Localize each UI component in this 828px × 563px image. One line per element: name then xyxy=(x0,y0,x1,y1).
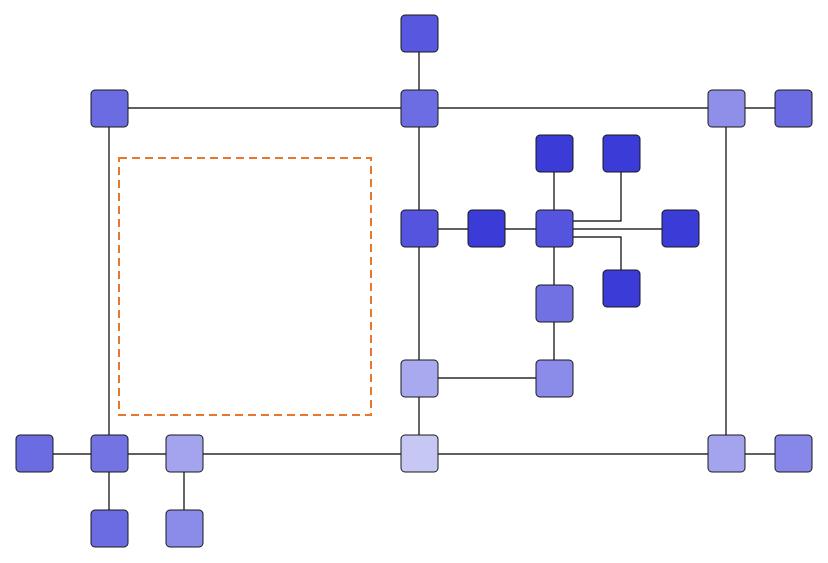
node-far-top-right[interactable] xyxy=(774,89,813,128)
node-top-left[interactable] xyxy=(90,89,129,128)
highlight-region xyxy=(118,157,372,416)
node-bottom-center[interactable] xyxy=(400,434,439,473)
node-mid-left[interactable] xyxy=(400,209,439,248)
node-up-b[interactable] xyxy=(602,134,641,173)
node-right-a[interactable] xyxy=(661,209,700,248)
node-left-corner[interactable] xyxy=(90,434,129,473)
node-top-right[interactable] xyxy=(707,89,746,128)
node-mid-a[interactable] xyxy=(467,209,506,248)
node-leaf-1[interactable] xyxy=(90,509,129,548)
node-bottom-right[interactable] xyxy=(707,434,746,473)
node-down-b[interactable] xyxy=(602,269,641,308)
edge xyxy=(572,153,622,222)
node-below-hub[interactable] xyxy=(535,284,574,323)
node-far-bottom-right[interactable] xyxy=(774,434,813,473)
node-lower-right[interactable] xyxy=(535,359,574,398)
node-up-a[interactable] xyxy=(535,134,574,173)
node-top[interactable] xyxy=(400,14,439,53)
node-lower-left[interactable] xyxy=(400,359,439,398)
node-far-left[interactable] xyxy=(15,434,54,473)
node-mid-hub[interactable] xyxy=(535,209,574,248)
node-hub-top[interactable] xyxy=(400,89,439,128)
nodes xyxy=(15,14,813,548)
node-left-second[interactable] xyxy=(165,434,204,473)
node-leaf-2[interactable] xyxy=(165,509,204,548)
